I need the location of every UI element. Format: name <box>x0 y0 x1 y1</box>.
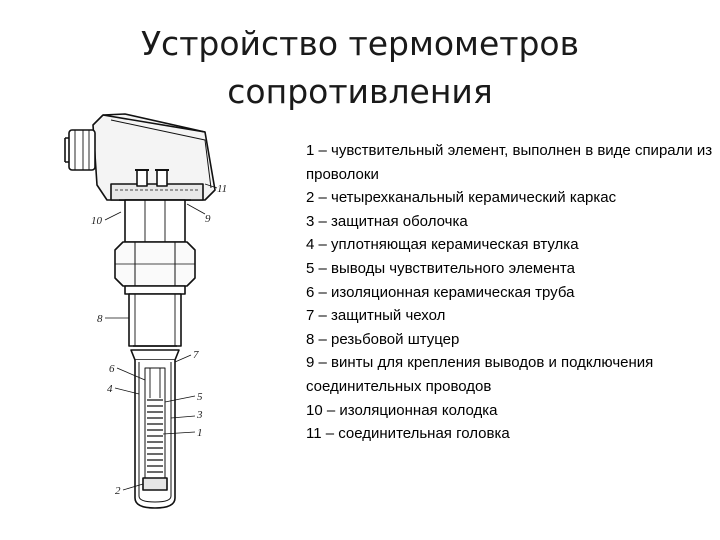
leader-lines <box>104 183 218 491</box>
legend-item-7: 7 – защитный чехол <box>306 307 446 325</box>
head-neck <box>119 199 191 243</box>
label-7: 7 <box>193 349 199 361</box>
legend-item-11: 11 – соединительная головка <box>306 425 510 443</box>
legend-item-2: 2 – четырехканальный керамический каркас <box>306 189 617 207</box>
threaded-fitting <box>124 285 186 361</box>
connection-head <box>64 113 216 201</box>
label-8: 8 <box>97 313 103 325</box>
hex-nut <box>114 241 196 287</box>
label-3: 3 <box>196 409 203 421</box>
slide-title-line-1: Устройство термометров <box>140 24 580 63</box>
legend-item-5: 5 – выводы чувствительного элемента <box>306 259 575 277</box>
label-11: 11 <box>217 183 227 195</box>
legend-list: 1 – чувствительный элемент, выполнен в в… <box>306 139 716 446</box>
legend-item-10: 10 – изоляционная колодка <box>306 401 498 419</box>
label-6: 6 <box>109 363 115 375</box>
label-4: 4 <box>107 383 113 395</box>
legend-item-1: 1 – чувствительный элемент, выполнен в в… <box>306 142 713 183</box>
legend-item-9: 9 – винты для крепления выводов и подклю… <box>306 354 654 395</box>
slide-title-line-2: сопротивления <box>227 72 493 111</box>
legend-item-6: 6 – изоляционная керамическая труба <box>306 283 575 301</box>
legend-item-4: 4 – уплотняющая керамическая втулка <box>306 236 579 254</box>
label-5: 5 <box>197 391 203 403</box>
label-2: 2 <box>115 485 121 497</box>
thermometer-drawing: 10 9 11 8 7 6 4 5 3 1 2 <box>64 113 227 509</box>
legend-item-3: 3 – защитная оболочка <box>306 212 468 230</box>
label-1: 1 <box>197 427 203 439</box>
insulating-block <box>110 169 204 201</box>
label-10: 10 <box>91 215 103 227</box>
legend-item-8: 8 – резьбовой штуцер <box>306 330 460 348</box>
sensing-element <box>142 367 168 491</box>
label-9: 9 <box>205 213 211 225</box>
